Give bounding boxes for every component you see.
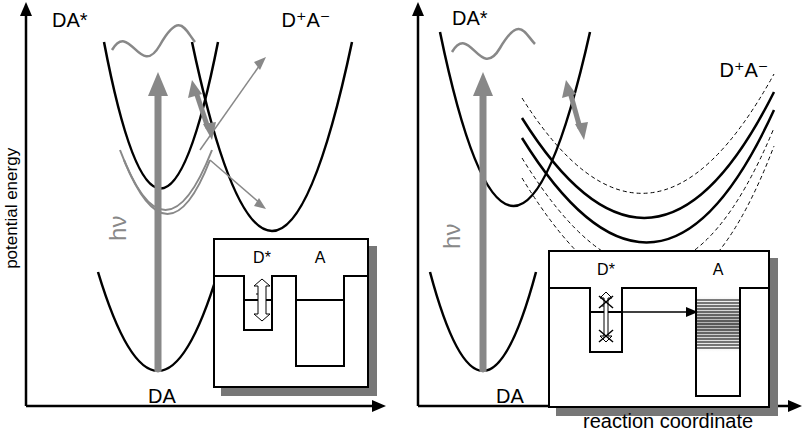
photon-label: hν xyxy=(105,214,131,243)
state-label: DA* xyxy=(450,7,490,29)
state-label: DA* xyxy=(50,9,90,31)
state-label: DA xyxy=(146,385,178,407)
well-label: D* xyxy=(597,261,615,279)
axis-label: potential energy xyxy=(3,145,22,270)
state-label: D⁺A⁻ xyxy=(718,59,771,81)
state-label: D⁺A⁻ xyxy=(280,9,333,31)
axis-label: reaction coordinate xyxy=(581,410,755,432)
well-label: A xyxy=(315,249,326,267)
photon-label: hν xyxy=(439,222,465,251)
inset-box: D* A xyxy=(548,250,770,408)
state-label: DA xyxy=(494,385,526,407)
well-label: A xyxy=(713,261,724,279)
well-label: D* xyxy=(253,249,271,267)
inset-box: D* A xyxy=(213,238,369,388)
